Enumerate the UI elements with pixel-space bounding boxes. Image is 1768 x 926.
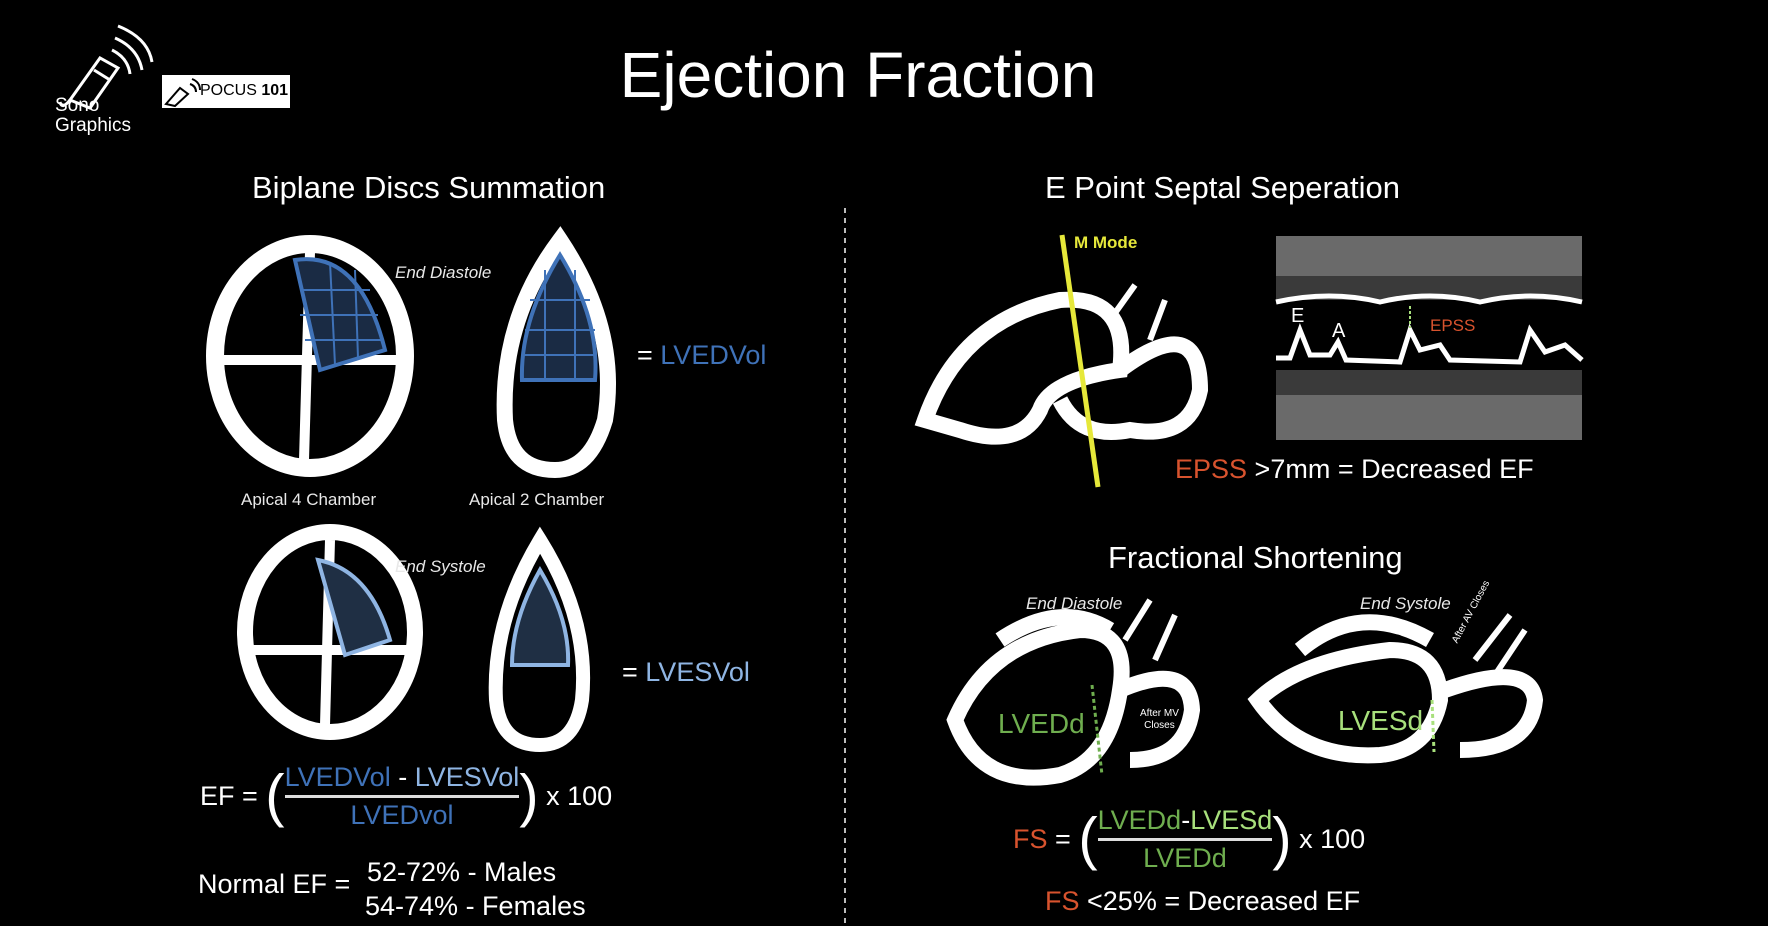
lvedvol-label: LVEDVol: [660, 340, 767, 370]
sonographics-logo: Sono Graphics: [55, 96, 131, 136]
parasternal-long-axis-heart: [914, 283, 1209, 445]
m-mode-line: [1059, 234, 1101, 488]
fs-denominator: LVEDd: [1143, 843, 1227, 873]
minus: -: [1181, 805, 1191, 835]
epss-rule-text: >7mm = Decreased EF: [1247, 454, 1534, 484]
fs-num-lvesd: LVESd: [1190, 805, 1273, 835]
apical-4-chamber-diastole: [206, 235, 414, 477]
fs-end-systole-label: End Systole: [1360, 594, 1451, 613]
after-mv-line2: Closes: [1144, 720, 1175, 731]
logo-text-graphics: Graphics: [55, 115, 132, 136]
lvedvol-equation: = LVEDVol: [637, 340, 766, 371]
page-title: Ejection Fraction: [619, 39, 1097, 111]
trace-epss-label: EPSS: [1430, 316, 1476, 335]
lvesd-label: LVESd: [1338, 705, 1424, 736]
pocus-text: POCUS: [200, 82, 257, 99]
m-mode-trace-image: [1275, 236, 1584, 440]
equals: =: [622, 657, 638, 687]
epss-rule: EPSS >7mm = Decreased EF: [1175, 454, 1534, 485]
ef-lhs: EF =: [200, 781, 258, 811]
fs-fraction: LVEDd-LVESd LVEDd: [1097, 805, 1273, 874]
fs-num-lvedd: LVEDd: [1097, 805, 1182, 835]
fs-systole-heart: [1247, 613, 1544, 764]
pocus-probe-icon: [164, 78, 201, 108]
sonographics-logo-icon: [58, 24, 154, 110]
lvesvol-label: LVESVol: [645, 657, 750, 687]
fs-term: FS: [1045, 886, 1080, 916]
pocus-logo: POCUS 101: [200, 82, 288, 100]
fs-end-diastole-label: End Diastole: [1026, 594, 1123, 613]
m-mode-label: M Mode: [1074, 233, 1138, 252]
fs-lhs: FS: [1013, 824, 1048, 854]
ef-formula: EF = ( LVEDVol - LVESVol LVEDvol ) x 100: [200, 762, 613, 831]
minus: -: [390, 762, 415, 792]
fs-times-100: x 100: [1299, 824, 1366, 854]
normal-ef-label: Normal EF =: [198, 869, 351, 899]
normal-ef-males: 52-72% - Males: [367, 857, 557, 887]
ef-num-lvedvol: LVEDVol: [284, 762, 391, 792]
fs-rule-text: <25% = Decreased EF: [1079, 886, 1361, 916]
apical-2-chamber-systole: [488, 526, 591, 753]
apical-4-chamber-label: Apical 4 Chamber: [241, 490, 377, 509]
ef-times-100: x 100: [546, 781, 613, 811]
epss-term: EPSS: [1175, 454, 1248, 484]
biplane-heading: Biplane Discs Summation: [252, 170, 606, 205]
ef-num-lvesvol: LVESVol: [414, 762, 520, 792]
fs-eq: =: [1047, 824, 1071, 854]
lvedd-label: LVEDd: [998, 708, 1085, 739]
trace-e-label: E: [1291, 305, 1305, 327]
fs-heading: Fractional Shortening: [1108, 540, 1403, 575]
apical-2-chamber-diastole: [496, 226, 616, 479]
pocus-number: 101: [261, 82, 289, 99]
normal-ef-females: 54-74% - Females: [365, 891, 586, 921]
end-systole-label: End Systole: [395, 557, 486, 576]
epss-heading: E Point Septal Seperation: [1045, 170, 1401, 205]
apical-2-chamber-label: Apical 2 Chamber: [469, 490, 605, 509]
equals: =: [637, 340, 653, 370]
fs-rule: FS <25% = Decreased EF: [1045, 886, 1360, 917]
ef-denominator: LVEDvol: [350, 800, 454, 830]
lvesvol-equation: = LVESVol: [622, 657, 750, 688]
logo-text-sono: Sono: [55, 95, 100, 116]
after-mv-line1: After MV: [1140, 708, 1179, 719]
apical-4-chamber-systole: [237, 524, 423, 740]
fs-formula: FS = ( LVEDd-LVESd LVEDd ) x 100: [1013, 805, 1366, 874]
fs-diastole-heart: [946, 598, 1201, 786]
trace-a-label: A: [1332, 320, 1346, 342]
end-diastole-label: End Diastole: [395, 263, 492, 282]
ef-fraction: LVEDVol - LVESVol LVEDvol: [284, 762, 520, 831]
